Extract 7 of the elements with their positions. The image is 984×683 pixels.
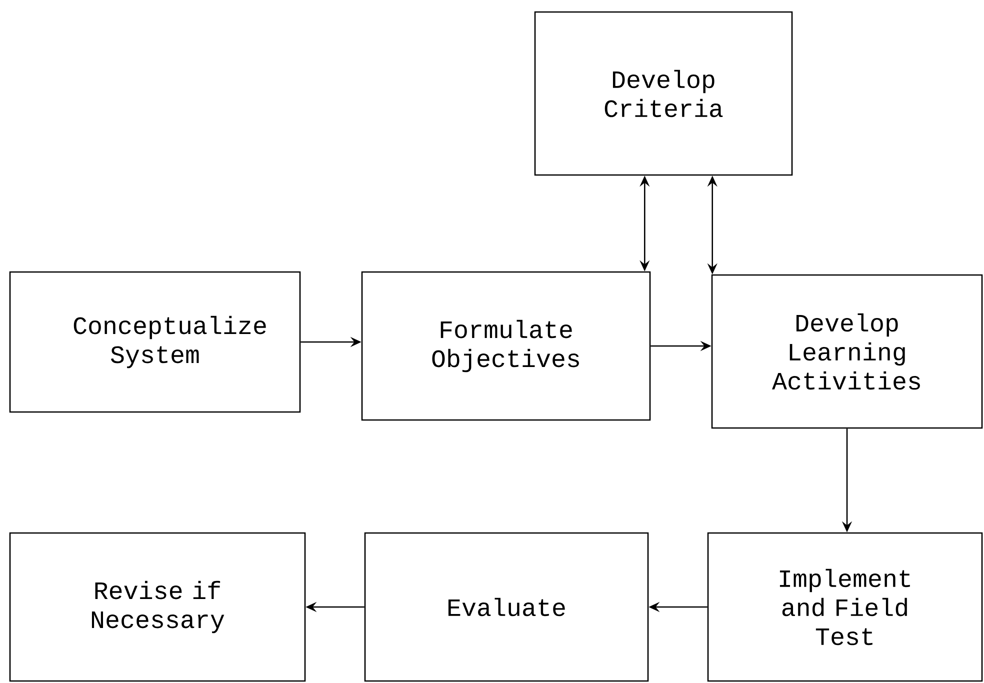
process-box: Revise if Necessary <box>9 532 306 682</box>
process-box: Evaluate <box>364 532 649 682</box>
process-box: Implement and Field Test <box>707 532 983 682</box>
process-box: Develop Learning Activities <box>711 274 983 429</box>
process-box: Develop Criteria <box>534 11 793 176</box>
process-box: Formulate Objectives <box>361 271 651 421</box>
process-box: Conceptualize System <box>9 271 301 413</box>
